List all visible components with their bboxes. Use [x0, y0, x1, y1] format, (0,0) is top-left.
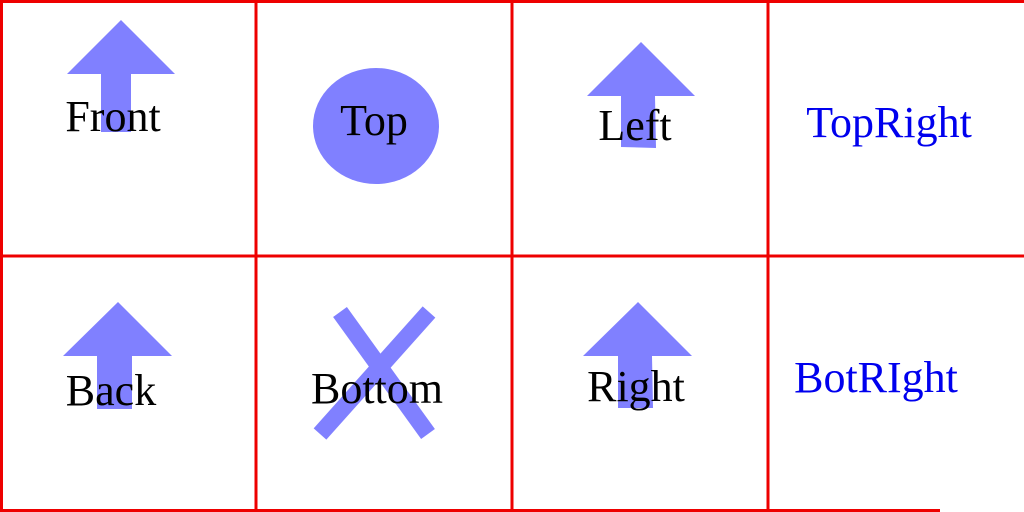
front-up-arrow-icon [67, 20, 175, 132]
back-label: Back [65, 366, 157, 415]
top-right-label: TopRight [806, 98, 972, 147]
right-label: Right [587, 362, 685, 411]
left-up-arrow-icon [587, 42, 695, 148]
front-label: Front [65, 92, 161, 141]
top-label: Top [340, 96, 408, 145]
bot-right-label: BotRIght [794, 353, 958, 402]
bottom-x-cross-icon [313, 306, 436, 440]
right-up-arrow-icon [583, 302, 692, 408]
left-label: Left [598, 101, 672, 150]
back-up-arrow-icon [63, 302, 172, 409]
top-ellipse-icon [313, 68, 439, 184]
bottom-label: Bottom [310, 364, 444, 413]
